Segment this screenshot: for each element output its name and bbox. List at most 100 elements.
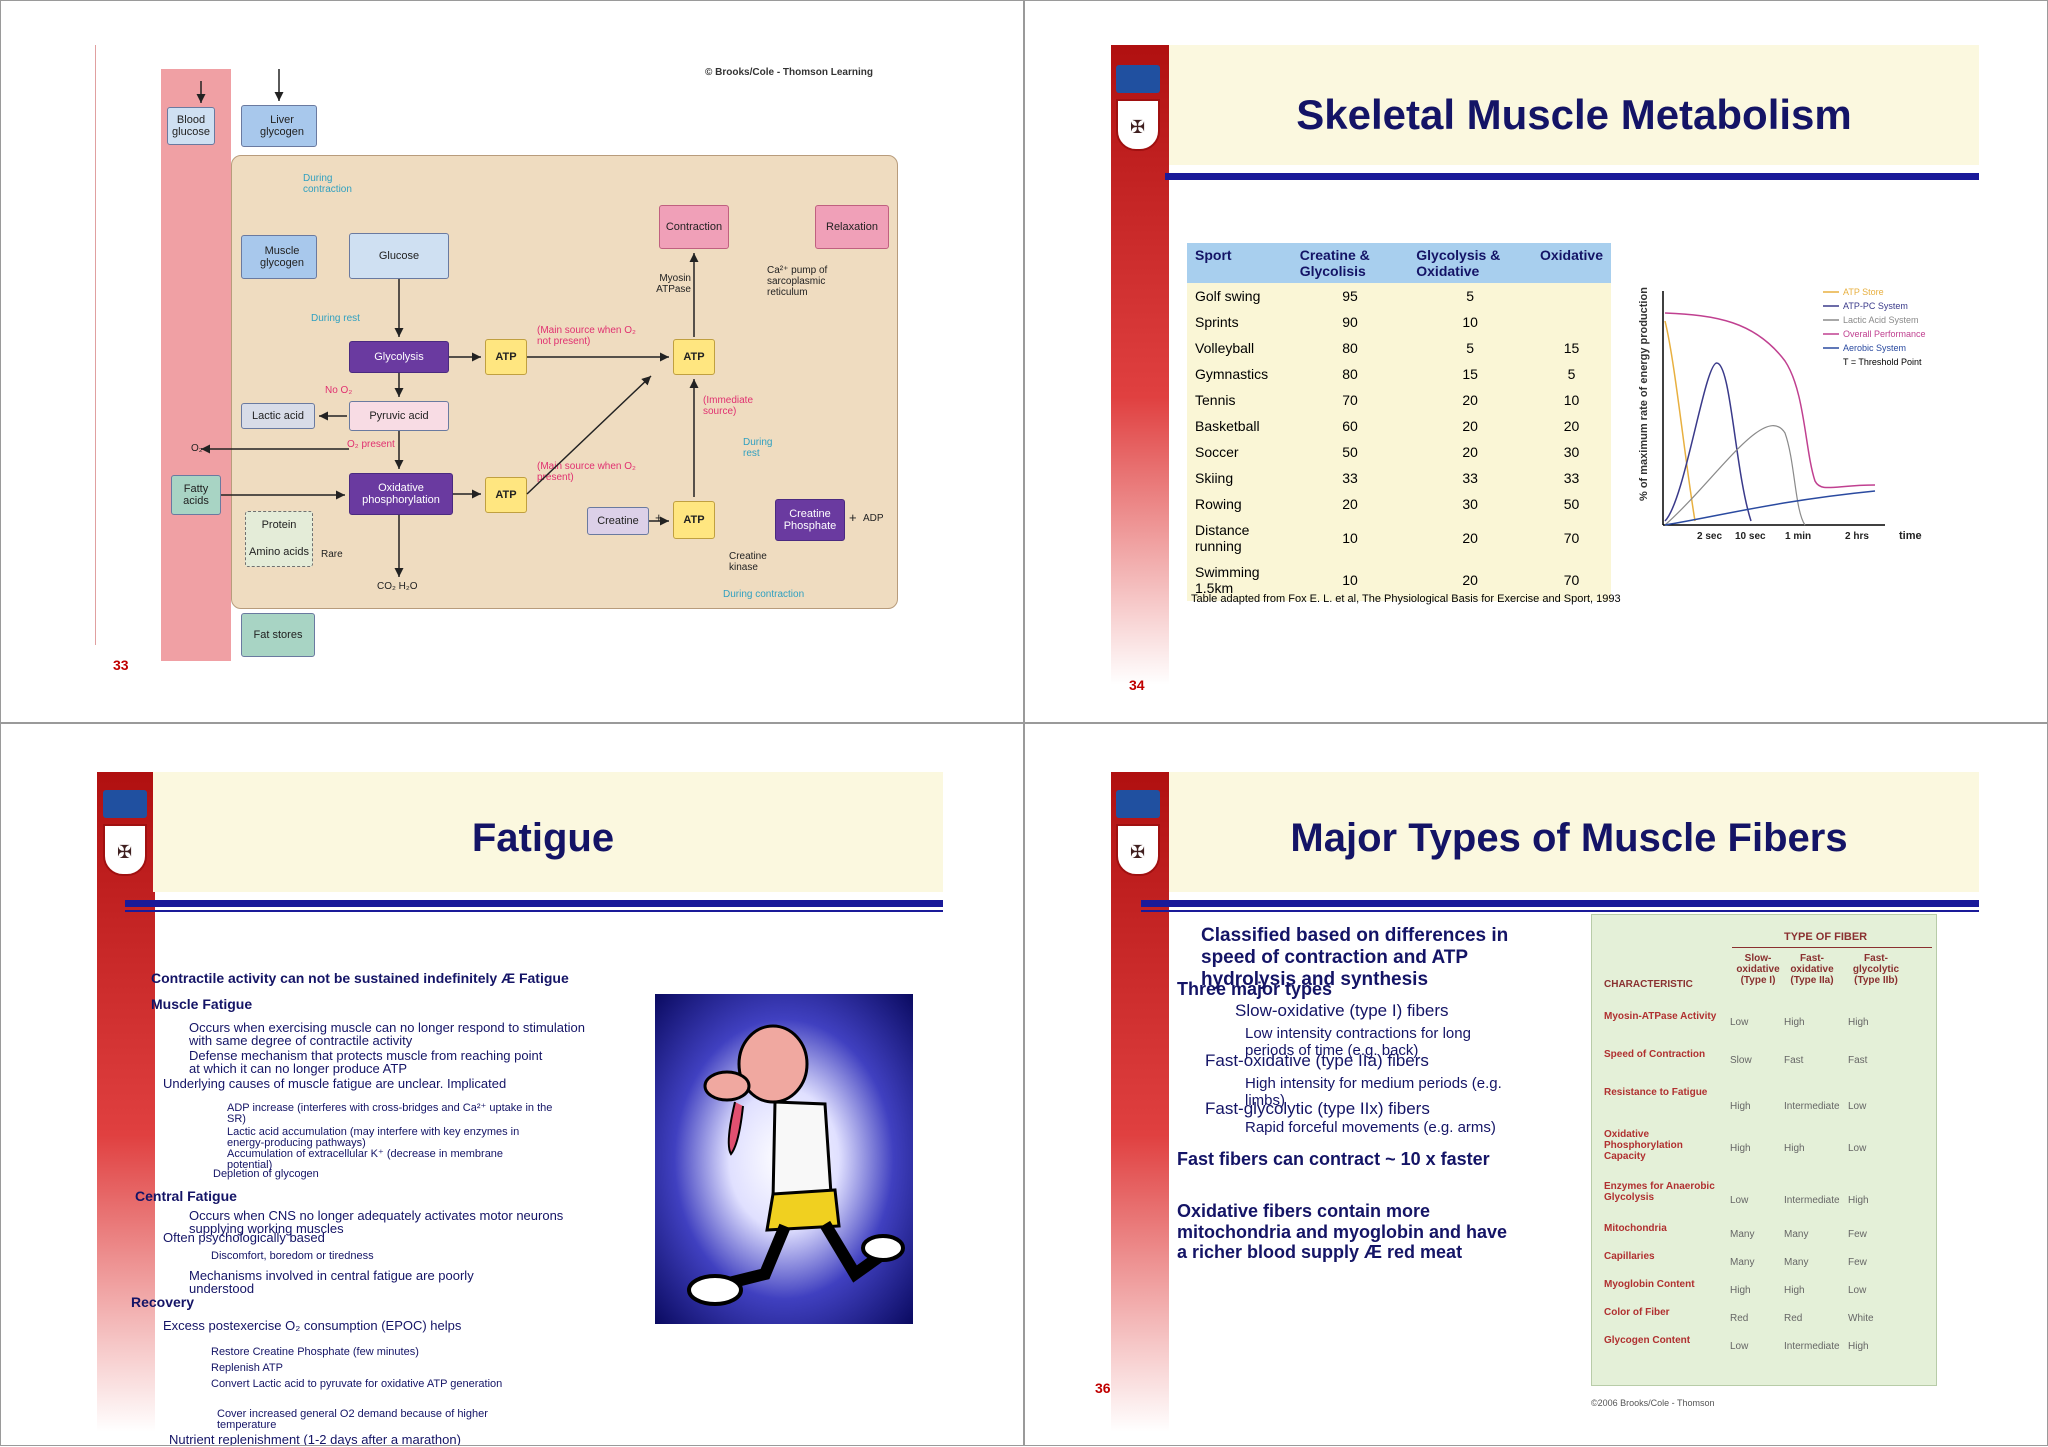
fatigue-line: Accumulation of extracellular K⁺ (decrea…	[227, 1148, 504, 1171]
series-lactic-acid	[1664, 425, 1806, 526]
tired-runner-image	[655, 994, 913, 1324]
copyright: © Brooks/Cole - Thomson Learning	[705, 67, 873, 78]
fatigue-line: Depletion of glycogen	[213, 1168, 319, 1180]
legend-label: ATP Store	[1843, 287, 1884, 297]
fiber-bullet: Oxidative fibers contain more mitochondr…	[1177, 1201, 1508, 1263]
fiber-value: Few	[1848, 1257, 1867, 1268]
contraction-box: Contraction	[659, 205, 729, 249]
fatigue-line: Defense mechanism that protects muscle f…	[189, 1048, 543, 1076]
title-underline-thin	[1141, 910, 1979, 912]
percent-cell: 15	[1408, 361, 1532, 387]
slide-33: © Brooks/Cole - Thomson Learning Blood g…	[0, 0, 1024, 723]
during-rest-right-label: During rest	[743, 437, 773, 459]
atp-box-2: ATP	[673, 339, 715, 375]
fat-stores-box: Fat stores	[241, 613, 315, 657]
percent-cell: 5	[1408, 283, 1532, 309]
fiber-value: Low	[1848, 1285, 1867, 1296]
fiber-value: Many	[1730, 1229, 1755, 1240]
header-oxidative: Oxidative	[1531, 243, 1611, 283]
fiber-value: High	[1784, 1143, 1805, 1154]
fiber-group-header: TYPE OF FIBER	[1784, 931, 1868, 943]
sport-name-cell: Tennis	[1187, 387, 1292, 413]
university-crest-icon	[103, 824, 147, 876]
percent-cell: 5	[1408, 335, 1532, 361]
co2-h2o-label: CO₂ H₂O	[377, 581, 418, 592]
percent-cell: 10	[1531, 387, 1611, 413]
fiber-characteristic: Myosin-ATPase Activity	[1604, 1011, 1717, 1022]
fiber-characteristic: Myoglobin Content	[1604, 1279, 1695, 1290]
title-band	[153, 772, 943, 892]
percent-cell: 30	[1408, 491, 1532, 517]
series-atp-pc	[1664, 362, 1752, 522]
fiber-value: Low	[1730, 1017, 1749, 1028]
title-underline-thin	[125, 910, 943, 912]
percent-cell: 33	[1408, 465, 1532, 491]
slide-title: Major Types of Muscle Fibers	[1290, 816, 1848, 860]
creatine-box: Creatine	[587, 507, 649, 535]
percent-cell: 95	[1291, 283, 1409, 309]
fiber-header-cell: Fast-glycolytic (Type IIb)	[1852, 953, 1900, 986]
percent-cell: 33	[1291, 465, 1409, 491]
percent-cell: 90	[1291, 309, 1409, 335]
fiber-type-table: TYPE OF FIBER CHARACTERISTIC Slow-oxidati…	[1591, 914, 1937, 1386]
percent-cell: 30	[1531, 439, 1611, 465]
sport-name-cell: Skiing	[1187, 465, 1292, 491]
fiber-bullet: Fast-oxidative (type IIa) fibers	[1205, 1051, 1429, 1070]
header-sport: Sport	[1187, 243, 1292, 283]
fiber-characteristic: Capillaries	[1604, 1251, 1655, 1262]
fiber-characteristic: Resistance to Fatigue	[1604, 1087, 1708, 1098]
percent-cell: 20	[1408, 413, 1532, 439]
fatigue-line: Recovery	[131, 1294, 195, 1310]
fiber-value: Fast	[1848, 1055, 1868, 1066]
x-axis-label: time	[1899, 530, 1922, 542]
fiber-value: Intermediate	[1784, 1341, 1840, 1352]
sport-name-cell: Gymnastics	[1187, 361, 1292, 387]
fiber-value: High	[1730, 1143, 1751, 1154]
sport-name-cell: Volleyball	[1187, 335, 1292, 361]
plus-sign-2: +	[849, 510, 857, 525]
sport-name-cell: Distance running	[1187, 517, 1292, 559]
diagram-frame	[95, 45, 100, 645]
fiber-value: Slow	[1730, 1055, 1752, 1066]
university-crest-icon	[1116, 824, 1160, 876]
percent-cell: 80	[1291, 361, 1409, 387]
fiber-bullet: Slow-oxidative (type I) fibers	[1235, 1001, 1449, 1020]
during-contraction-bottom-label: During contraction	[723, 589, 805, 600]
fiber-header-cell: Slow-oxidative (Type I)	[1736, 953, 1780, 986]
fatigue-line: Often psychologically based	[163, 1230, 325, 1245]
fiber-bullet: High intensity for medium periods (e.g. …	[1245, 1075, 1502, 1110]
sport-name-cell: Basketball	[1187, 413, 1292, 439]
fiber-characteristic: Color of Fiber	[1604, 1307, 1670, 1318]
percent-cell	[1531, 309, 1611, 335]
percent-cell: 50	[1531, 491, 1611, 517]
pyruvic-acid-box: Pyruvic acid	[349, 401, 449, 431]
fiber-header-cell: CHARACTERISTIC	[1604, 979, 1693, 990]
fiber-value: Many	[1730, 1257, 1755, 1268]
energy-systems-chart: % of maximum rate of energy production 2…	[1638, 287, 1926, 542]
relaxation-box: Relaxation	[815, 205, 889, 249]
fiber-value: Red	[1730, 1313, 1749, 1324]
percent-cell: 80	[1291, 335, 1409, 361]
fiber-value: Low	[1730, 1195, 1749, 1206]
page-number-36: 36	[1095, 1380, 1111, 1396]
legend-label: Aerobic System	[1843, 343, 1906, 353]
fiber-value: Low	[1848, 1143, 1867, 1154]
title-underline	[125, 900, 943, 907]
sport-name-cell: Rowing	[1187, 491, 1292, 517]
fiber-value: High	[1848, 1195, 1869, 1206]
sport-name-cell: Sprints	[1187, 309, 1292, 335]
fiber-value: Many	[1784, 1229, 1809, 1240]
percent-cell: 10	[1291, 559, 1409, 601]
o2-present-label: O₂ present	[347, 439, 395, 450]
university-crest-icon	[1116, 99, 1160, 151]
x-tick-labels: 2 sec 10 sec 1 min 2 hrs time	[1697, 530, 1922, 542]
x-tick-10sec: 10 sec	[1735, 531, 1766, 542]
percent-cell: 20	[1408, 559, 1532, 601]
percent-cell: 70	[1531, 559, 1611, 601]
